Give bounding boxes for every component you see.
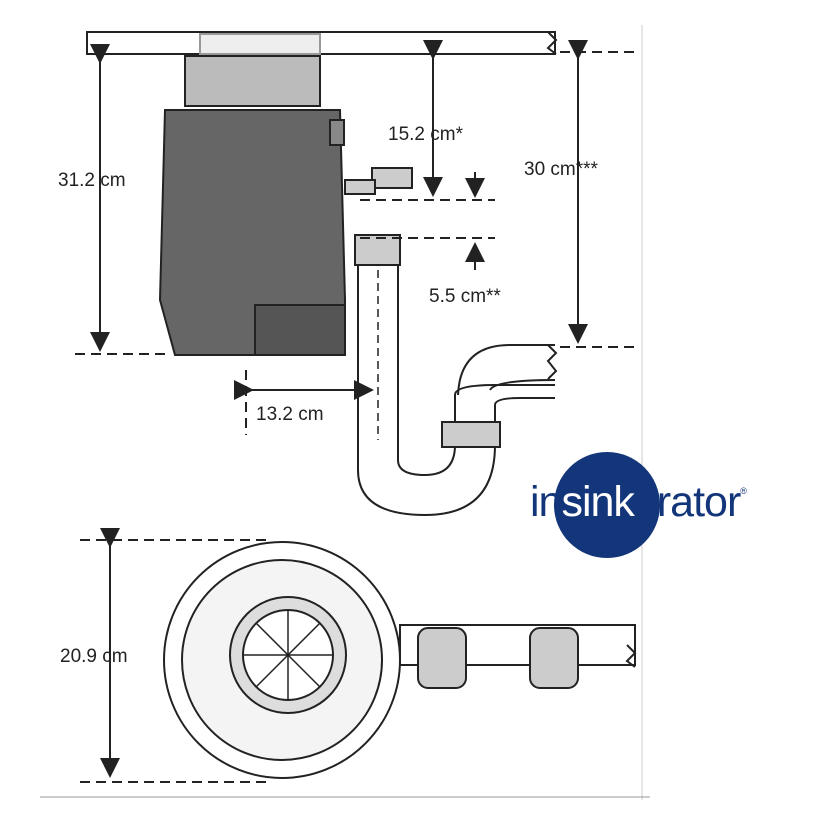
sink-flange (199, 33, 321, 55)
insinkerator-logo: insinkerator® (530, 450, 810, 560)
diameter-label: 20.9 cm (60, 646, 128, 667)
inlet-outlet-label: 5.5 cm** (429, 286, 501, 307)
mount-assembly (184, 55, 321, 107)
logo-text-sink: sink (561, 478, 634, 526)
outlet-drain-label: 30 cm*** (524, 159, 598, 180)
inlet-drop-label: 15.2 cm* (388, 124, 463, 145)
dimension-lines (75, 25, 643, 800)
bottom-view (40, 528, 650, 798)
side-view (86, 31, 558, 517)
logo-circle (554, 452, 660, 558)
height-label: 31.2 cm (58, 170, 126, 191)
logo-text-in: in (530, 478, 562, 526)
logo-text-erator: erator (633, 478, 741, 526)
registered-mark: ® (740, 486, 747, 496)
center-outlet-label: 13.2 cm (256, 404, 324, 425)
